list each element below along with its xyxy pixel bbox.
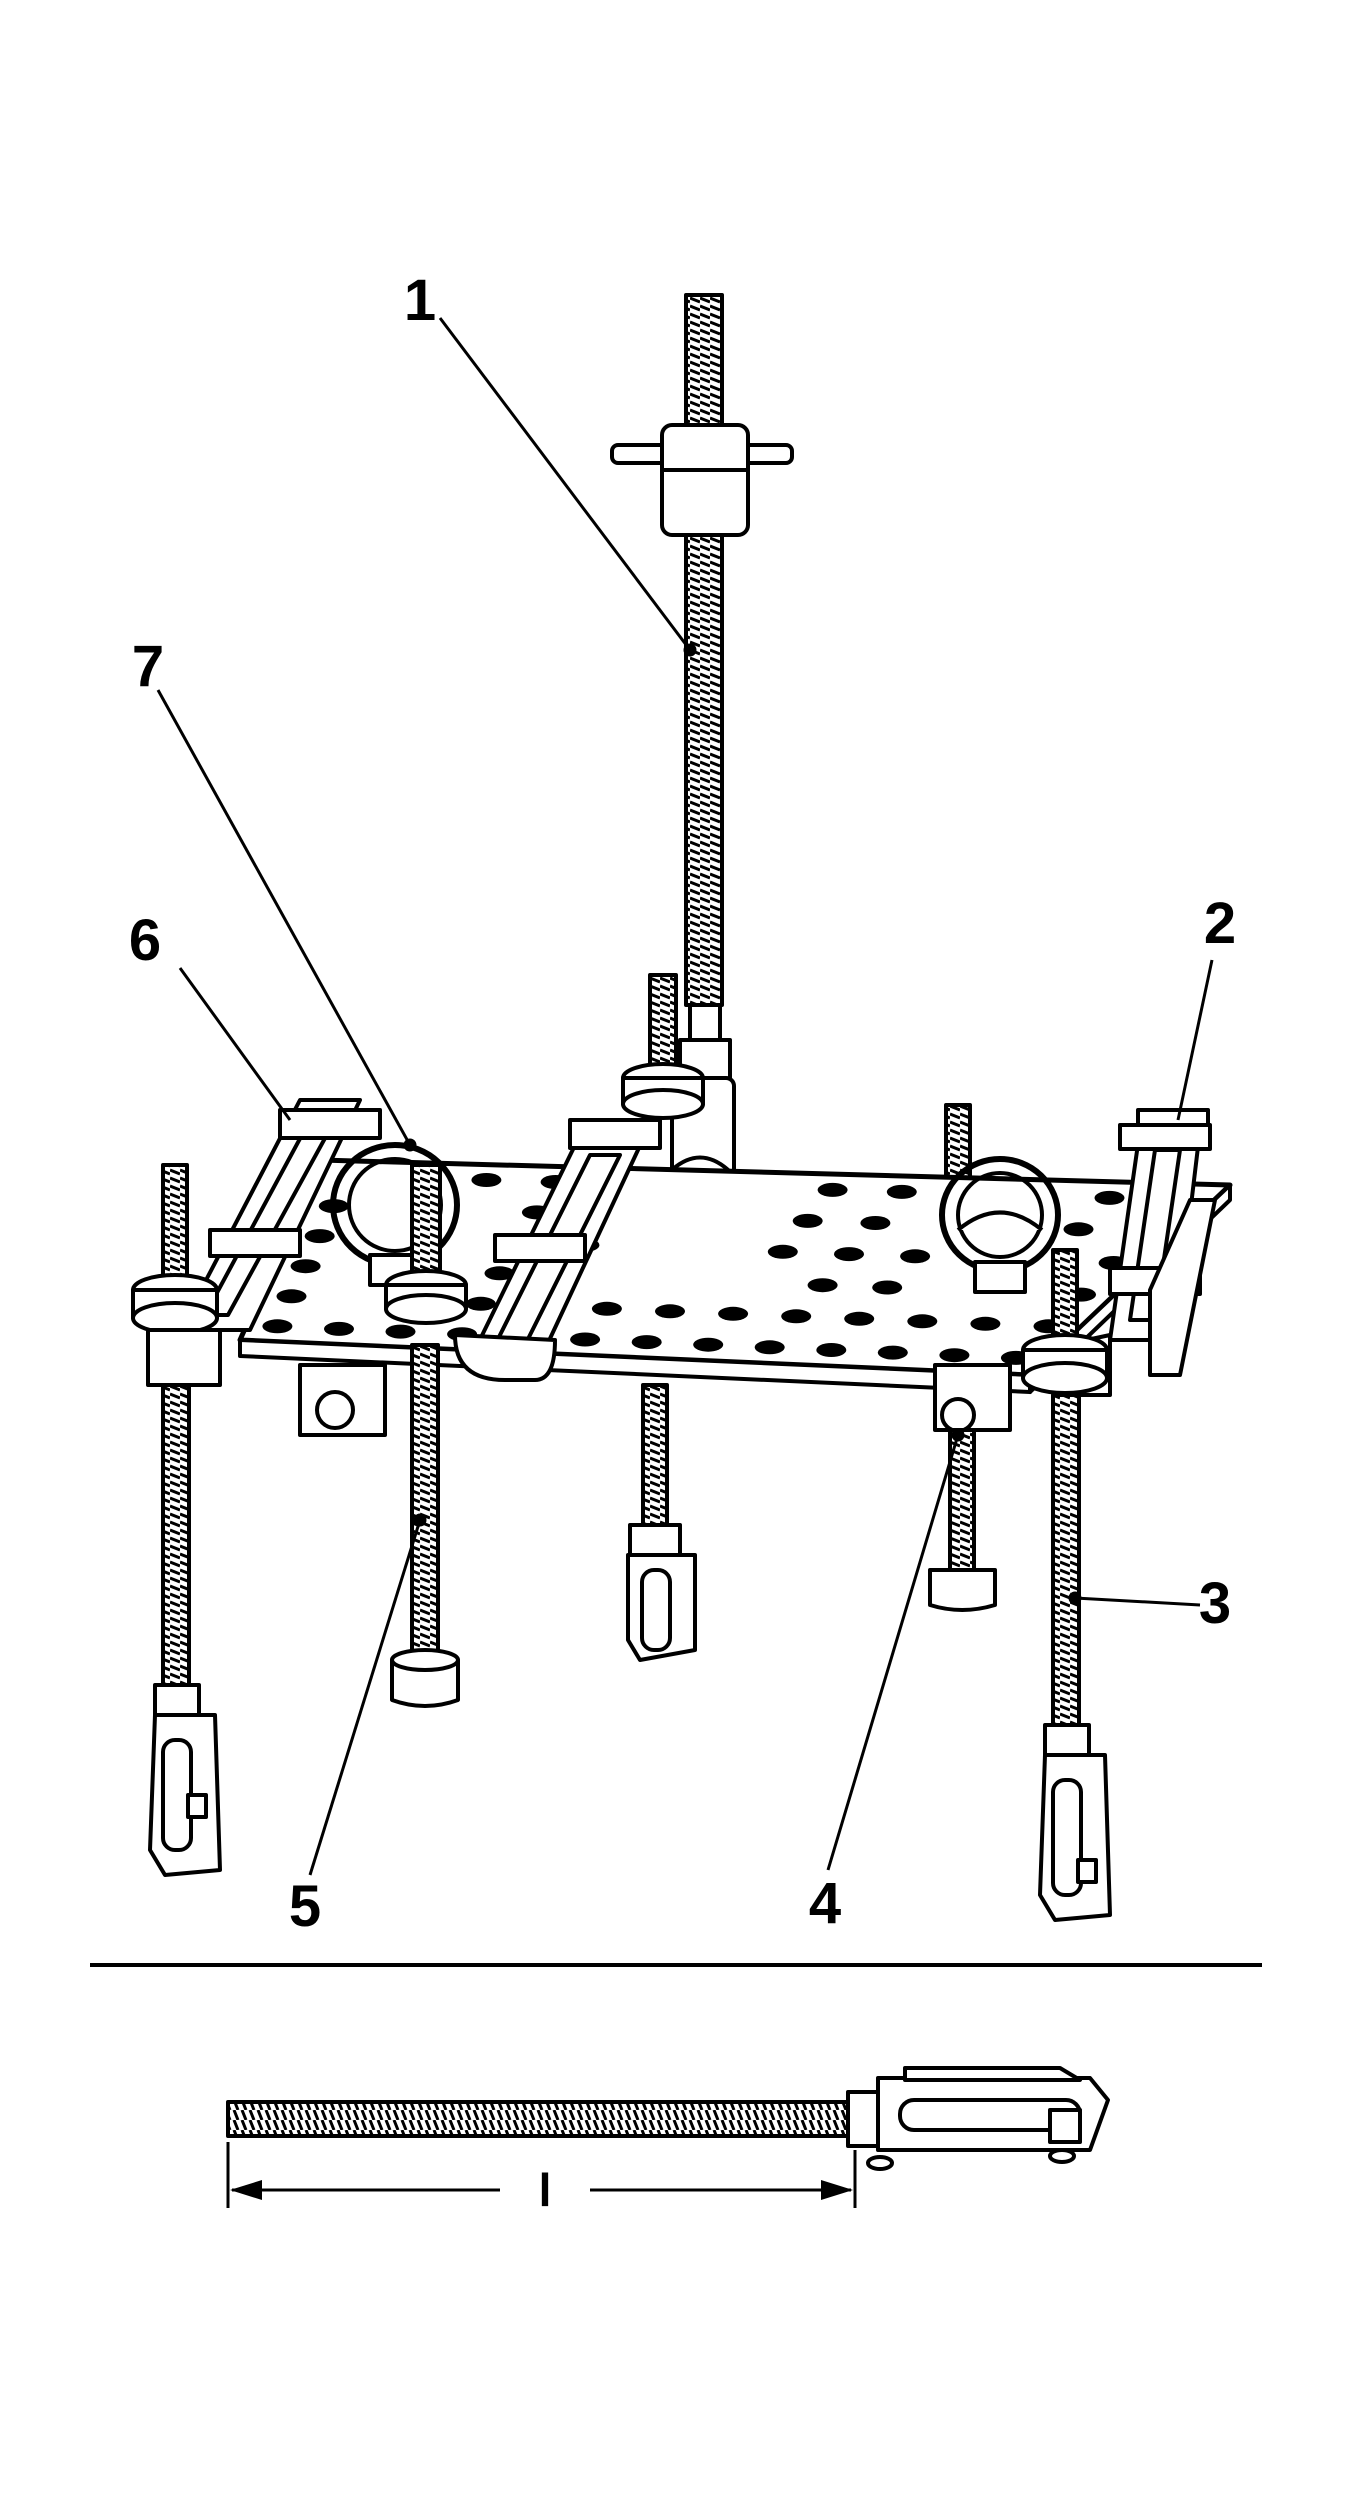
plate-hole — [718, 1306, 749, 1321]
plate-hole — [471, 1173, 502, 1187]
plate-hole — [693, 1337, 724, 1352]
plate-hole — [484, 1266, 515, 1281]
plate-hole — [900, 1249, 931, 1264]
front-left-slide-rail — [453, 1118, 662, 1382]
plate-hole — [655, 1304, 685, 1319]
dimension-label: l — [525, 2167, 565, 2213]
dimension-line — [226, 2142, 857, 2208]
plate-hole — [970, 1316, 1001, 1331]
plate-hole — [385, 1324, 416, 1339]
callout-2: 2 — [1203, 891, 1237, 956]
leader-1 — [438, 317, 692, 651]
left-slide-rail — [178, 1098, 382, 1332]
plate-hole — [570, 1332, 601, 1347]
leader-2 — [1176, 959, 1214, 1121]
leader-4 — [826, 1434, 960, 1871]
center-under-leg — [626, 1383, 697, 1662]
leader-7 — [156, 689, 412, 1146]
right-slide-rail — [1108, 1108, 1217, 1377]
plate-hole — [834, 1247, 864, 1262]
left-under-clamp — [298, 1363, 387, 1437]
plate-hole — [939, 1348, 970, 1363]
plate-hole — [304, 1229, 335, 1244]
plate-hole — [860, 1216, 891, 1230]
callout-6: 6 — [128, 908, 162, 973]
right-front-leg — [1021, 1248, 1112, 1922]
plate-hole — [844, 1311, 875, 1326]
plate-hole — [781, 1309, 812, 1324]
leader-lines — [156, 317, 1214, 1876]
callout-5: 5 — [288, 1874, 322, 1939]
plate-hole — [907, 1314, 938, 1329]
callout-4: 4 — [808, 1871, 842, 1936]
leader-5 — [308, 1519, 422, 1876]
front-support-leg — [390, 1343, 460, 1708]
leader-3 — [1074, 1596, 1201, 1607]
plate-hole — [767, 1244, 798, 1259]
plate-hole — [591, 1301, 622, 1316]
plate-hole — [886, 1184, 917, 1199]
plate-hole — [1094, 1190, 1125, 1205]
left-front-leg — [131, 1163, 222, 1877]
plate-hole — [872, 1280, 903, 1295]
lifting-eye-right — [939, 1156, 1061, 1294]
plate-hole — [816, 1343, 847, 1357]
callout-3: 3 — [1198, 1571, 1232, 1636]
plate-hole — [1063, 1222, 1094, 1237]
plate-hole — [792, 1213, 823, 1228]
plate-hole — [877, 1345, 908, 1360]
callout-1: 1 — [403, 268, 437, 333]
plate-hole — [276, 1289, 307, 1304]
rear-left-post — [621, 973, 705, 1120]
callout-7: 7 — [131, 634, 165, 699]
plate-hole — [631, 1335, 662, 1350]
plate-hole — [290, 1259, 321, 1274]
detail-threaded-leg — [226, 2066, 1110, 2171]
plate-hole — [807, 1278, 838, 1293]
leader-6 — [178, 967, 292, 1121]
plate-hole — [324, 1321, 354, 1336]
right-under-clamp — [928, 1363, 1012, 1612]
front-center-post — [384, 1163, 468, 1325]
plate-hole — [465, 1296, 496, 1311]
plate-hole — [754, 1340, 785, 1355]
plate-hole — [817, 1182, 848, 1197]
plate-hole — [262, 1319, 293, 1334]
